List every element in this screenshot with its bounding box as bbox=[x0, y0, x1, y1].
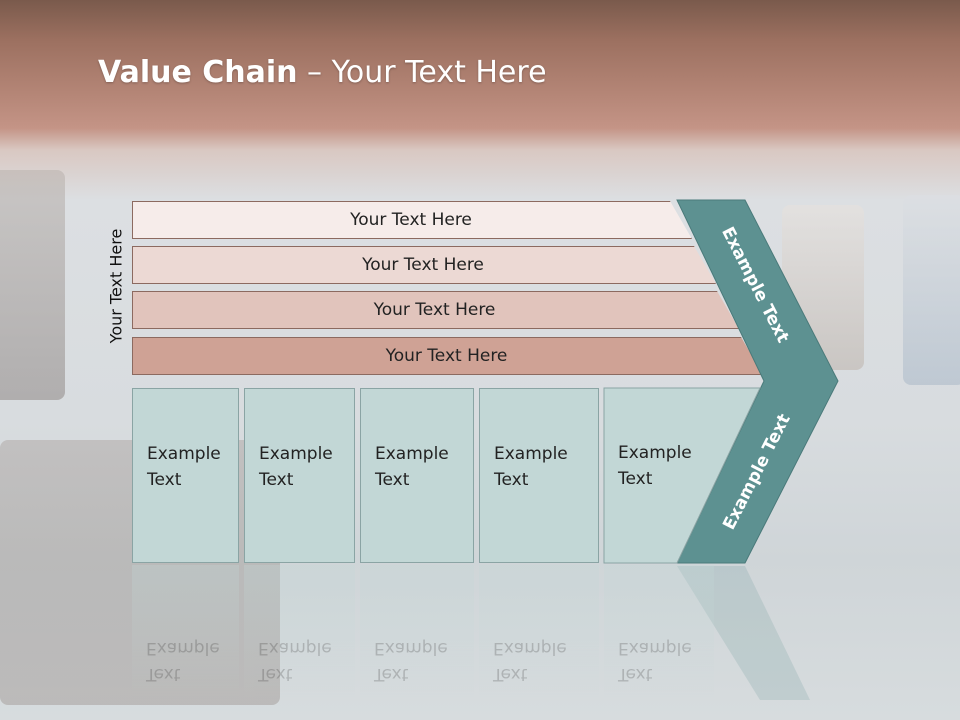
chevron-reflection bbox=[677, 566, 810, 700]
band-4: Your Text Here bbox=[132, 337, 763, 375]
band-2-label: Your Text Here bbox=[362, 255, 484, 275]
band-2: Your Text Here bbox=[132, 246, 716, 284]
chevron-shape bbox=[676, 199, 839, 564]
last-box-wedge bbox=[603, 387, 761, 564]
band-3-label: Your Text Here bbox=[373, 300, 496, 320]
band-1-label: Your Text Here bbox=[350, 210, 472, 230]
slide-title: Value Chain – Your Text Here bbox=[98, 55, 547, 90]
band-1: Your Text Here bbox=[132, 201, 692, 239]
band-4-label: Your Text Here bbox=[385, 346, 508, 366]
title-bold: Value Chain bbox=[98, 55, 298, 90]
background-person-right-2 bbox=[903, 195, 960, 385]
title-rest: – Your Text Here bbox=[297, 55, 547, 90]
band-3: Your Text Here bbox=[132, 291, 739, 329]
background-person-left bbox=[0, 170, 65, 400]
